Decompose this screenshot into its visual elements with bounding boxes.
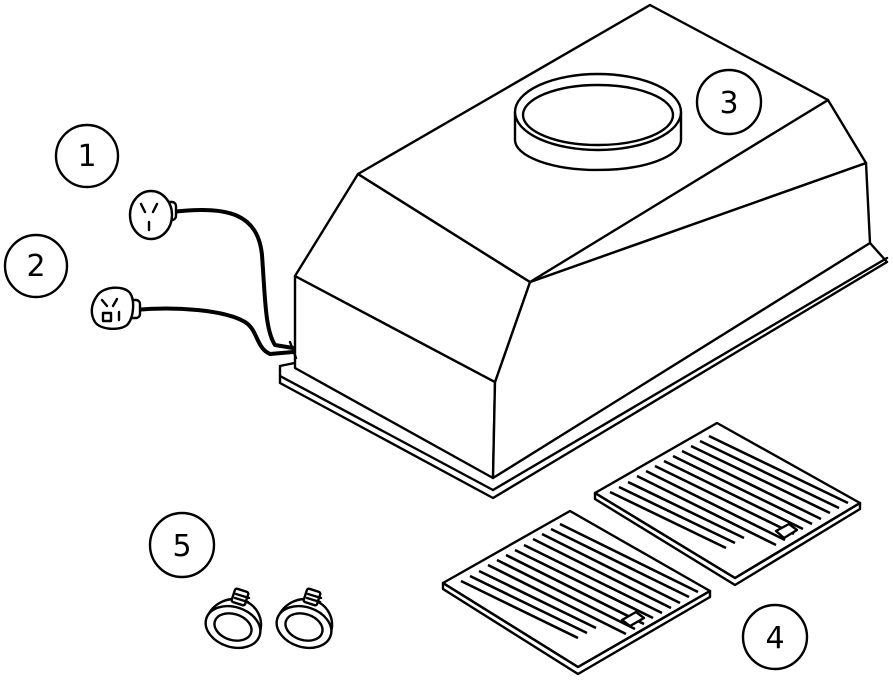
grease-filter-left xyxy=(441,509,712,676)
callout-4-label: 4 xyxy=(765,621,784,656)
callout-2-label: 2 xyxy=(26,249,45,284)
duct-collar xyxy=(513,72,683,172)
plug-type-1 xyxy=(128,189,178,241)
lamp-bulb-1 xyxy=(204,587,263,650)
callout-4: 4 xyxy=(741,603,809,671)
callout-5: 5 xyxy=(148,511,216,579)
callout-3-label: 3 xyxy=(719,86,738,121)
plug-type-2 xyxy=(90,286,142,330)
callout-1-label: 1 xyxy=(77,139,96,174)
power-cords xyxy=(132,207,298,360)
range-hood-unit xyxy=(278,3,889,500)
callout-5-label: 5 xyxy=(172,529,191,564)
callout-2: 2 xyxy=(3,233,69,299)
callout-1: 1 xyxy=(54,123,120,189)
grease-filter-right xyxy=(593,421,862,587)
lamp-bulb-2 xyxy=(275,587,334,650)
callout-3: 3 xyxy=(695,68,763,136)
